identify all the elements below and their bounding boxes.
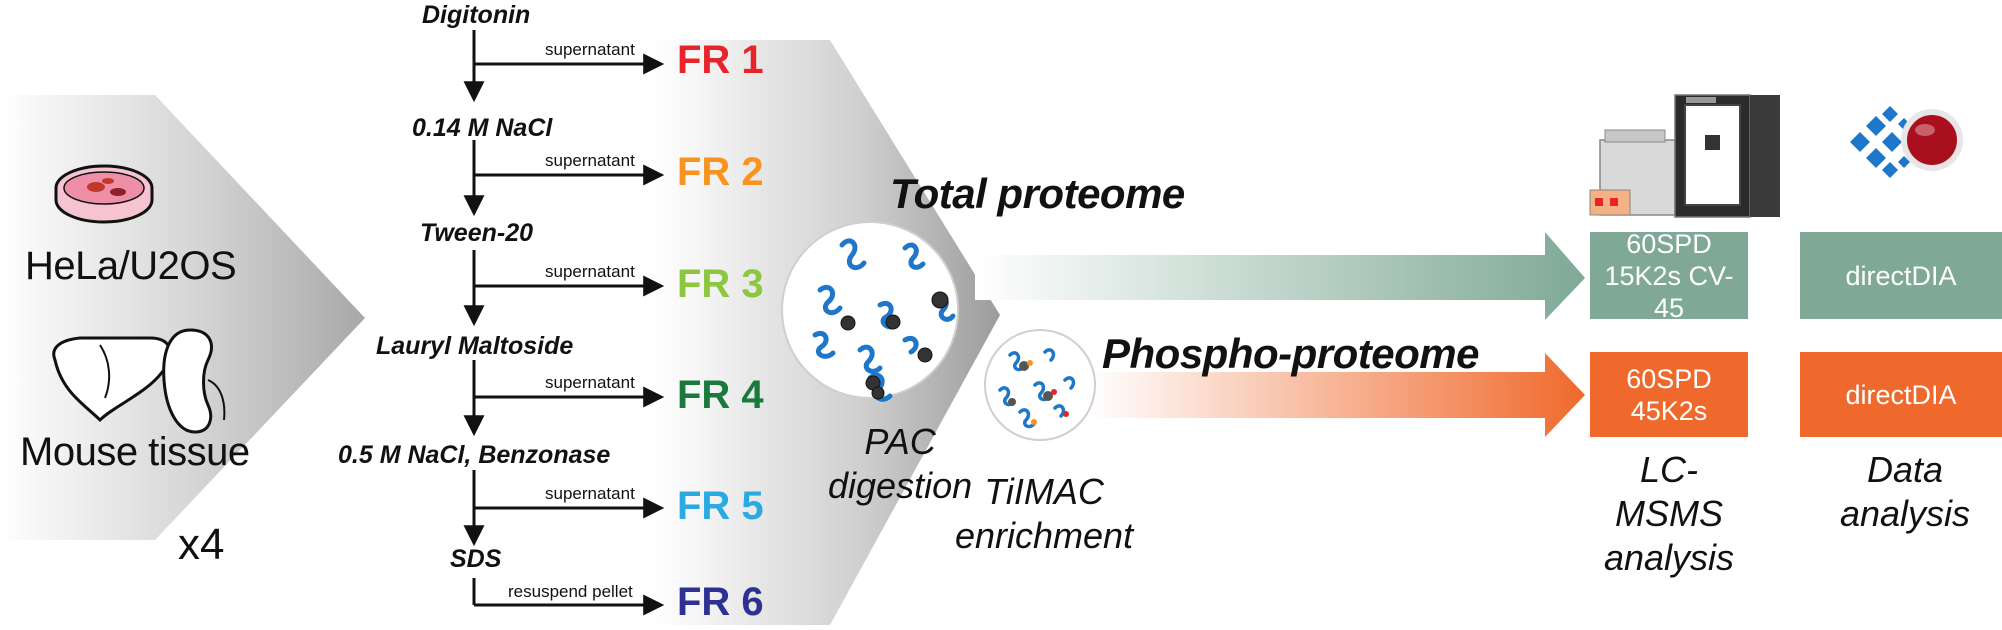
pac-digestion-label: PAC digestion (828, 421, 973, 506)
buffer-014-nacl: 0.14 M NaCl (412, 114, 553, 142)
pac-digestion-circle (781, 221, 959, 402)
total-lcms-box-bg (1590, 232, 1748, 319)
action-label-1: supernatant (545, 40, 635, 59)
total-proteome-title: Total proteome (890, 170, 1185, 217)
cell-lines-label: HeLa/U2OS (25, 244, 237, 288)
fraction-1: FR 1 (677, 38, 764, 82)
total-proteome-arrow (975, 232, 1585, 320)
buffer-sds: SDS (450, 545, 502, 573)
phospho-proteome-arrow (1090, 353, 1585, 437)
fraction-3: FR 3 (677, 262, 764, 306)
timac-enrichment-label: TiIMAC enrichment (955, 471, 1134, 556)
fraction-4: FR 4 (677, 373, 764, 417)
buffer-digitonin: Digitonin (422, 1, 531, 29)
action-label-5: supernatant (545, 484, 635, 503)
fractionation-ladder (463, 30, 665, 616)
kidney-icon (162, 328, 226, 434)
timac-enrichment-circle (984, 329, 1096, 441)
action-label-3: supernatant (545, 262, 635, 281)
total-analysis-box-bg (1800, 232, 2002, 319)
buffer-tween20: Tween-20 (420, 219, 534, 247)
buffer-05-nacl-benzonase: 0.5 M NaCl, Benzonase (338, 441, 611, 469)
total-lcms-box: 60SPD 15K2s CV-45 (1604, 228, 1734, 323)
lcms-analysis-label: LC-MSMS analysis (1603, 449, 1735, 578)
software-logo-icon (1850, 106, 1963, 178)
petri-dish-icon (54, 164, 154, 224)
action-label-6: resuspend pellet (508, 582, 633, 601)
fraction-5: FR 5 (677, 484, 764, 528)
fraction-6: FR 6 (677, 580, 764, 624)
action-label-2: supernatant (545, 151, 635, 170)
phospho-proteome-title: Phospho-proteome (1102, 330, 1480, 377)
mouse-tissue-label: Mouse tissue (20, 430, 250, 474)
action-label-4: supernatant (545, 373, 635, 392)
total-analysis-box: directDIA (1845, 260, 1957, 291)
fraction-2: FR 2 (677, 150, 764, 194)
buffer-lauryl-maltoside: Lauryl Maltoside (376, 332, 574, 360)
phospho-analysis-box-bg (1800, 352, 2002, 437)
replicates-label: x4 (178, 520, 225, 569)
mass-spectrometer-icon (1589, 94, 1780, 218)
phospho-lcms-box: 60SPD 45K2s (1626, 363, 1712, 426)
phospho-lcms-box-bg (1590, 352, 1748, 437)
data-analysis-label: Data analysis (1839, 449, 1971, 534)
phospho-analysis-box: directDIA (1845, 379, 1957, 410)
